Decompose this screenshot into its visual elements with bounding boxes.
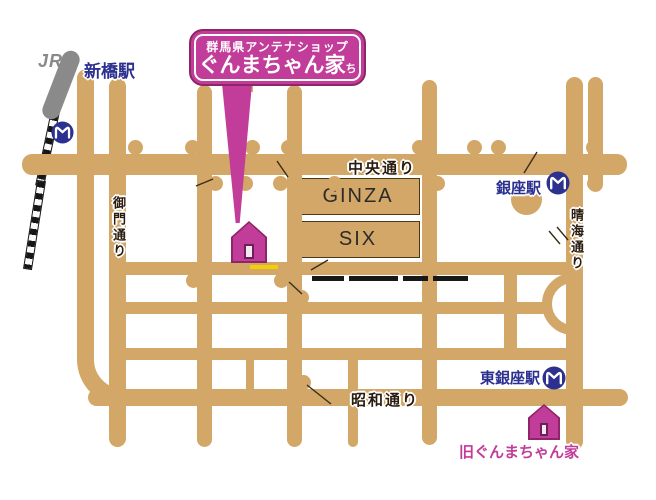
exit-leader-line: [523, 151, 538, 174]
ginza-six-label-2: SIX: [338, 228, 378, 250]
metro-icon-higashi-ginza: [542, 366, 566, 390]
intersection-dot: [293, 289, 309, 305]
house-door: [244, 244, 254, 259]
road: [246, 353, 254, 393]
intersection-dot: [244, 139, 260, 155]
street-label-harumi-dori: 晴海通り: [569, 208, 584, 272]
road: [109, 78, 126, 447]
intersection-dot: [585, 139, 601, 155]
jr-logo: JR: [38, 51, 64, 71]
callout-frame: 群馬県アンテナショップ ぐんまちゃん家ち: [194, 34, 361, 81]
street-label-showa-dori: 昭和通り: [351, 392, 420, 409]
callout-title: ぐんまちゃん家ち: [198, 53, 357, 77]
road: [422, 80, 437, 445]
road: [504, 263, 517, 358]
intersection-dot: [280, 139, 296, 155]
road: [110, 262, 574, 275]
road: [197, 85, 212, 447]
subway-dash: [433, 276, 468, 281]
metro-icon-shimbashi: [51, 121, 74, 144]
road: [22, 154, 627, 175]
house-door: [540, 423, 548, 436]
intersection-dot: [272, 175, 288, 191]
exit-leader-line: [276, 160, 289, 178]
road: [348, 353, 358, 447]
station-label-shimbashi: 新橋駅: [84, 62, 135, 81]
exit-leader-line: [548, 230, 561, 245]
station-label-ginza: 銀座駅: [496, 180, 542, 197]
exit-leader-line: [195, 178, 214, 187]
ginza-six-lower-block: SIX: [296, 221, 420, 258]
road: [110, 302, 548, 314]
subway-dash: [349, 276, 398, 281]
ginza-six-upper-block: GINZA: [296, 178, 420, 215]
callout-furigana: ち: [345, 62, 357, 75]
ginza-six-label-1: GINZA: [322, 185, 394, 207]
road: [287, 85, 302, 447]
callout-title-text: ぐんまちゃん家: [198, 53, 346, 77]
callout-subtitle: 群馬県アンテナショップ: [206, 39, 349, 54]
intersection-dot: [466, 139, 482, 155]
exit-leader-line: [306, 384, 332, 405]
curved-road: [77, 69, 149, 406]
ginza-station-circle: [511, 184, 542, 215]
exit-leader-line: [556, 226, 569, 241]
street-label-gomon-dori: 御門通り: [111, 196, 126, 260]
station-label-higashi-ginza: 東銀座駅: [480, 370, 541, 387]
shop-highlight-bar: [250, 265, 278, 269]
road: [110, 348, 576, 360]
intersection-dot: [326, 175, 342, 191]
old-shop-label: 旧ぐんまちゃん家: [459, 444, 580, 461]
intersection-dot: [273, 272, 289, 288]
subway-dash: [403, 276, 428, 281]
intersection-dot: [185, 272, 201, 288]
exit-leader-line: [288, 281, 303, 295]
intersection-dot: [586, 175, 602, 191]
road: [88, 389, 628, 406]
road: [588, 77, 603, 192]
street-label-chuo-dori: 中央通り: [348, 160, 417, 177]
intersection-dot: [184, 139, 200, 155]
shop-callout: 群馬県アンテナショップ ぐんまちゃん家ち: [189, 29, 366, 86]
exit-leader-line: [310, 259, 329, 271]
road: [566, 77, 583, 450]
metro-icon-ginza: [546, 171, 570, 195]
intersection-dot: [127, 139, 143, 155]
intersection-dot: [411, 139, 427, 155]
intersection-dot: [429, 175, 445, 191]
intersection-dot: [490, 139, 506, 155]
subway-dash: [312, 276, 344, 281]
old-gunmachan-chi-house-icon: [528, 404, 560, 440]
intersection-dot: [295, 374, 311, 390]
gunmachan-chi-house-icon: [231, 221, 267, 263]
